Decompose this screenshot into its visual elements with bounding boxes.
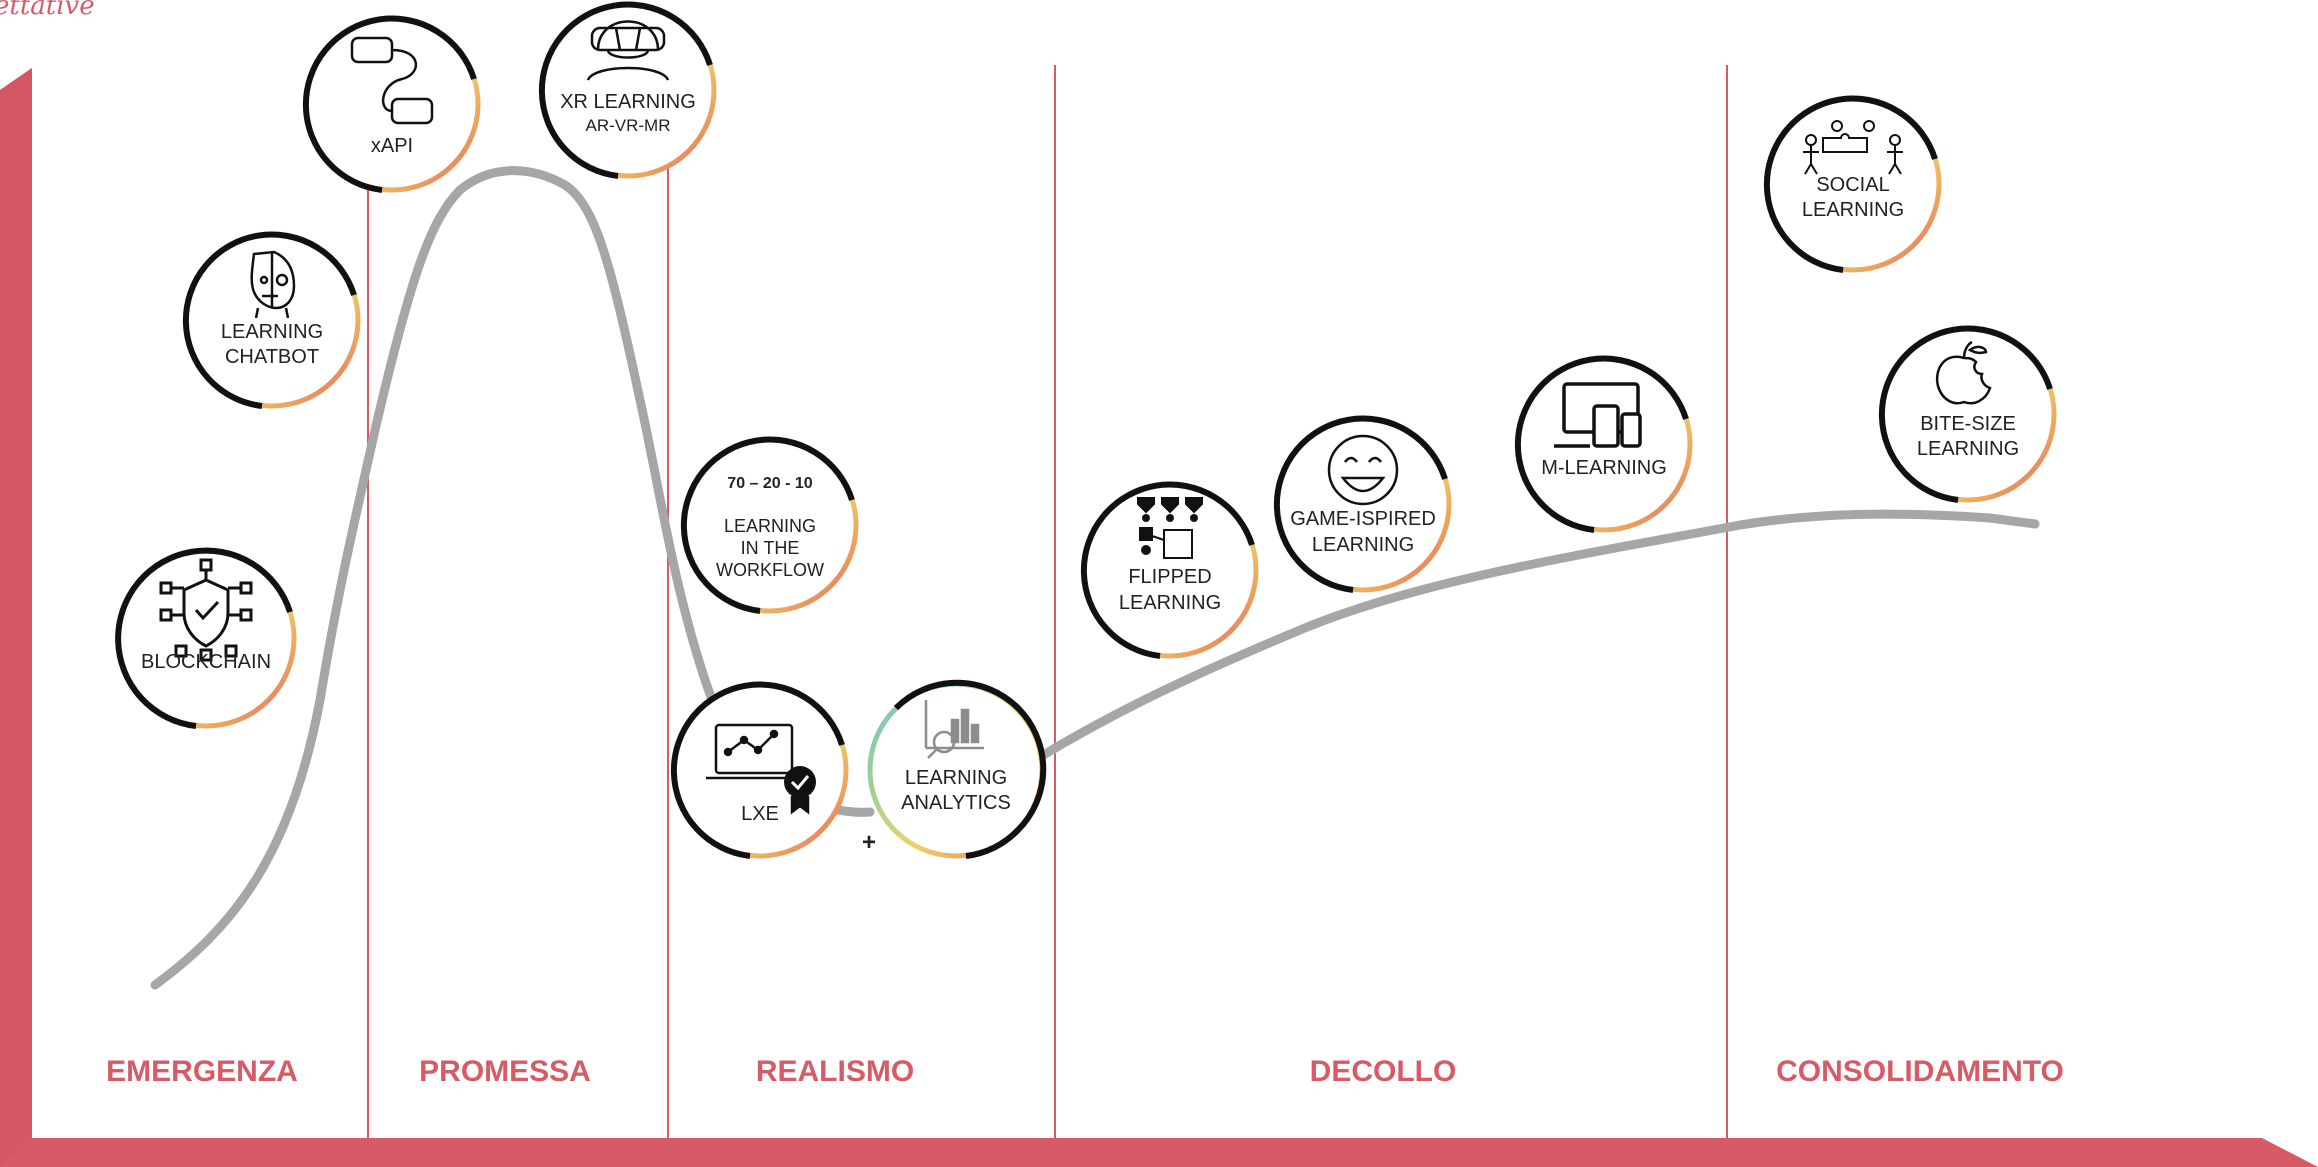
badge-label: CHATBOT bbox=[225, 346, 319, 368]
badge-label: LEARNING bbox=[1312, 534, 1414, 556]
y-axis-title: ettative bbox=[0, 0, 95, 21]
phase-label-emergenza: EMERGENZA bbox=[106, 1055, 298, 1088]
badge-learning-in-the-workflow: 70 – 20 - 10 LEARNING IN THE WORKFLOW bbox=[680, 436, 859, 614]
people-puzzle-icon bbox=[1803, 120, 1903, 175]
badge-label: xAPI bbox=[371, 135, 413, 157]
badge-label: LEARNING bbox=[724, 516, 816, 536]
badge-heading: 70 – 20 - 10 bbox=[727, 475, 813, 492]
classroom-icon bbox=[1137, 497, 1203, 559]
badge-label: GAME-ISPIRED bbox=[1290, 508, 1436, 530]
badge-social-learning: SOCIAL LEARNING bbox=[1763, 95, 1942, 273]
badge-label: BITE-SIZE bbox=[1920, 413, 2016, 435]
vr-headset-icon bbox=[586, 20, 670, 81]
badge-label: LEARNING bbox=[1917, 438, 2019, 460]
y-axis-bar bbox=[0, 68, 32, 1167]
badge-blockchain: BLOCKCHAIN bbox=[115, 547, 297, 729]
devices-icon bbox=[1554, 382, 1642, 448]
x-axis-bar bbox=[0, 1138, 2318, 1167]
badge-lxe: LXE bbox=[670, 681, 849, 859]
phase-dividers bbox=[367, 65, 1728, 1138]
bitten-apple-icon bbox=[1935, 340, 1992, 405]
phase-label-consolidamento: CONSOLIDAMENTO bbox=[1776, 1055, 2064, 1088]
badge-label: LEARNING bbox=[221, 321, 323, 343]
badge-label: BLOCKCHAIN bbox=[141, 651, 271, 673]
shield-network-icon bbox=[159, 558, 253, 662]
badge-m-learning: M-LEARNING bbox=[1514, 355, 1693, 533]
badge-label: WORKFLOW bbox=[716, 560, 824, 580]
badge-label: FLIPPED bbox=[1128, 566, 1211, 588]
robot-face-icon bbox=[250, 250, 296, 319]
badge-label: M-LEARNING bbox=[1541, 457, 1667, 479]
smiley-icon bbox=[1327, 434, 1399, 506]
badge-xr-learning: XR LEARNING AR-VR-MR bbox=[538, 1, 717, 179]
badge-label: ANALYTICS bbox=[901, 792, 1011, 814]
phase-label-promessa: PROMESSA bbox=[419, 1055, 591, 1088]
badge-label: LEARNING bbox=[1802, 199, 1904, 221]
badge-label: SOCIAL bbox=[1816, 174, 1889, 196]
badge-label: IN THE bbox=[741, 538, 800, 558]
badge-xapi: xAPI bbox=[302, 15, 481, 193]
chart-magnifier-icon bbox=[924, 700, 984, 759]
badge-label: LEARNING bbox=[905, 767, 1007, 789]
badge-label: LEARNING bbox=[1119, 592, 1221, 614]
badge-learning-analytics: LEARNING ANALYTICS bbox=[867, 679, 1047, 859]
badge-game-ispired-learning: GAME-ISPIRED LEARNING bbox=[1273, 415, 1452, 593]
badge-sublabel: AR-VR-MR bbox=[586, 116, 671, 135]
badge-bite-size-learning: BITE-SIZE LEARNING bbox=[1878, 325, 2057, 503]
plus-sign: + bbox=[862, 829, 876, 856]
laptop-certificate-icon bbox=[706, 723, 816, 815]
phase-label-decollo: DECOLLO bbox=[1310, 1055, 1457, 1088]
hype-curve bbox=[150, 166, 2040, 990]
badge-label: LXE bbox=[741, 803, 779, 825]
badge-learning-chatbot: LEARNING CHATBOT bbox=[182, 231, 361, 409]
badge-label: XR LEARNING bbox=[560, 91, 696, 113]
badge-flipped-learning: FLIPPED LEARNING bbox=[1080, 481, 1259, 659]
phase-label-realismo: REALISMO bbox=[756, 1055, 914, 1088]
connector-icon bbox=[350, 36, 434, 125]
